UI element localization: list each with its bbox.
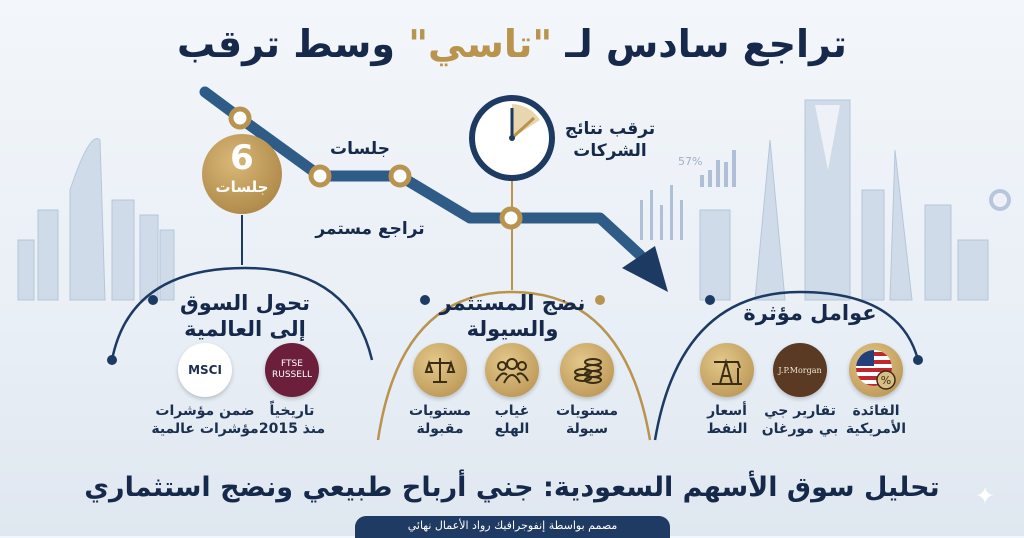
coins-icon bbox=[560, 343, 614, 397]
section-title-line1: نضج المستثمر bbox=[439, 291, 586, 315]
oil-pump-icon bbox=[700, 343, 754, 397]
msci-logo: MSCI bbox=[178, 343, 232, 397]
people-icon bbox=[485, 343, 539, 397]
earnings-label-line2: الشركات bbox=[573, 141, 647, 161]
timeline-node bbox=[308, 164, 332, 188]
ftse-logo-line2: RUSSELL bbox=[272, 370, 312, 380]
left-arc bbox=[110, 266, 374, 361]
caption-line2: النفط bbox=[706, 421, 748, 437]
caption-line2: الأمريكية bbox=[845, 421, 907, 437]
us-flag-percent-icon: % bbox=[849, 343, 903, 397]
caption-line1: تقارير جي bbox=[764, 403, 836, 419]
caption-msci: ضمن مؤشرات مؤشرات عالمية bbox=[145, 402, 265, 438]
caption-oil: أسعار النفط bbox=[692, 402, 762, 438]
caption-line1: تاريخياً bbox=[269, 403, 315, 419]
msci-logo-text: MSCI bbox=[188, 363, 222, 377]
caption-acceptable-levels: مستويات مقبولة bbox=[400, 402, 480, 438]
caption-line2: سيولة bbox=[565, 421, 608, 437]
arrow-head-icon bbox=[622, 246, 668, 292]
earnings-label-line1: ترقب نتائج bbox=[564, 119, 656, 139]
caption-line2: بي مورغان bbox=[761, 421, 839, 437]
caption-us-interest: الفائدة الأمريكية bbox=[836, 402, 916, 438]
scale-icon bbox=[413, 343, 467, 397]
timeline-node bbox=[388, 164, 412, 188]
caption-liquidity: مستويات سيولة bbox=[547, 402, 627, 438]
caption-ftse: تاريخياً منذ 2015 bbox=[252, 402, 332, 438]
caption-line2: مقبولة bbox=[416, 421, 464, 437]
section-title-line1: تحول السوق bbox=[179, 291, 311, 315]
section-title-investor-maturity: نضج المستثمر والسيولة bbox=[420, 290, 605, 342]
ftse-logo-line1: FTSE bbox=[281, 359, 303, 369]
caption-line2: الهلع bbox=[494, 421, 530, 437]
caption-line2: منذ 2015 bbox=[258, 421, 326, 437]
clock-icon bbox=[469, 95, 555, 181]
timeline-node bbox=[499, 206, 523, 230]
caption-line2: مؤشرات عالمية bbox=[151, 421, 259, 437]
caption-jpmorgan: تقارير جي بي مورغان bbox=[755, 402, 845, 438]
middle-arc bbox=[376, 290, 652, 441]
page-title: تراجع سادس لـ "تاسي" وسط ترقب bbox=[0, 22, 1024, 66]
earnings-label: ترقب نتائج الشركات bbox=[555, 118, 665, 162]
caption-line1: ضمن مؤشرات bbox=[155, 403, 255, 419]
title-highlight: "تاسي" bbox=[408, 22, 553, 66]
timeline-node bbox=[228, 106, 252, 130]
jpmorgan-logo: J.P.Morgan bbox=[773, 343, 827, 397]
sessions-label: جلسات bbox=[330, 139, 390, 159]
svg-text:%: % bbox=[881, 374, 891, 387]
title-part1: تراجع سادس لـ bbox=[552, 22, 847, 66]
right-arc bbox=[653, 290, 920, 441]
caption-line1: الفائدة bbox=[852, 403, 900, 419]
caption-line1: مستويات bbox=[409, 403, 471, 419]
section-title-line2: إلى العالمية bbox=[184, 317, 306, 341]
caption-line1: مستويات bbox=[556, 403, 618, 419]
footer-credit: مصمم بواسطة إنفوجرافيك رواد الأعمال نهائ… bbox=[355, 516, 670, 538]
bottom-title: تحليل سوق الأسهم السعودية: جني أرباح طبي… bbox=[84, 472, 940, 503]
decline-label: تراجع مستمر bbox=[315, 219, 425, 239]
sessions-badge-label: جلسات bbox=[215, 178, 269, 196]
section-title-factors: عوامل مؤثرة bbox=[743, 301, 877, 325]
section-title-line2: والسيولة bbox=[466, 317, 559, 341]
sessions-badge: 6 جلسات bbox=[202, 134, 282, 214]
jpmorgan-logo-text: J.P.Morgan bbox=[778, 365, 822, 375]
caption-line1: أسعار bbox=[707, 403, 747, 419]
title-part2: وسط ترقب bbox=[177, 22, 409, 66]
sparkle-icon: ✦ bbox=[975, 482, 996, 510]
caption-no-panic: غياب الهلع bbox=[477, 402, 547, 438]
caption-line1: غياب bbox=[494, 403, 530, 419]
sessions-count: 6 bbox=[230, 138, 254, 178]
section-title-globalization: تحول السوق إلى العالمية bbox=[165, 290, 325, 342]
skyline-chart-percent: 57% bbox=[678, 155, 703, 168]
